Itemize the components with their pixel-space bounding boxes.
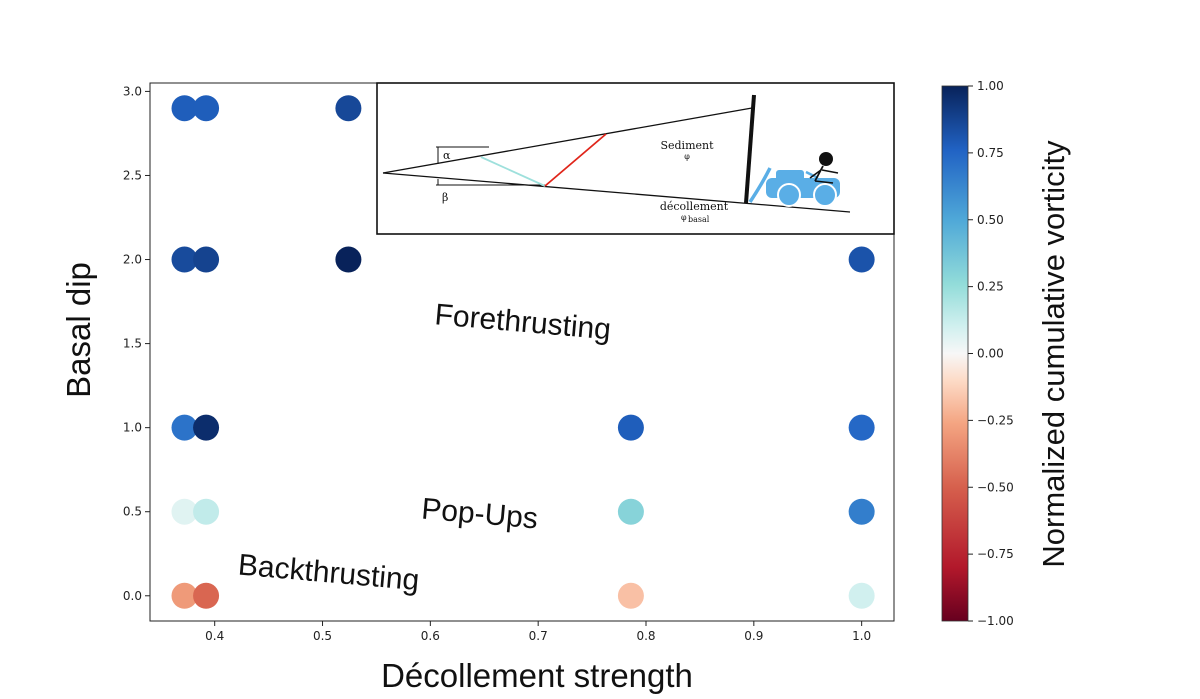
colorbar-tick-label: 0.50: [977, 213, 1004, 227]
beta-label: β: [442, 191, 448, 204]
data-point: [171, 246, 198, 273]
x-tick-label: 0.8: [636, 629, 655, 643]
data-point: [617, 498, 644, 525]
y-tick-label: 1.5: [123, 337, 142, 351]
data-point: [193, 414, 220, 441]
alpha-label: α: [443, 149, 451, 162]
inner-shear-line: [480, 156, 546, 187]
colorbar-tick-label: −0.25: [977, 413, 1014, 427]
data-point: [171, 95, 198, 122]
x-axis-ticks: 0.4 0.5 0.6 0.7 0.8 0.9 1.0: [205, 621, 871, 643]
data-point: [193, 498, 220, 525]
y-tick-label: 0.0: [123, 589, 142, 603]
x-tick-label: 1.0: [852, 629, 871, 643]
backstop-wall: [744, 94, 756, 204]
decollement-phi-label: φ: [681, 213, 687, 222]
region-label: Pop-Ups: [420, 493, 539, 536]
colorbar-label: Normalized cumulative vorticity: [1036, 140, 1071, 568]
y-tick-label: 2.5: [123, 168, 142, 182]
colorbar-tick-label: −1.00: [977, 614, 1014, 628]
data-point: [848, 582, 875, 609]
y-tick-label: 3.0: [123, 84, 142, 98]
colorbar-tick-label: −0.50: [977, 480, 1014, 494]
colorbar-tick-label: −0.75: [977, 547, 1014, 561]
wedge-top-line: [382, 107, 753, 174]
inset-frame: [376, 82, 895, 235]
y-tick-label: 1.0: [123, 421, 142, 435]
data-point: [171, 582, 198, 609]
colorbar-tick-label: 0.00: [977, 347, 1004, 361]
decollement-label: décollement: [660, 200, 729, 213]
colorbar-tick-label: 1.00: [977, 79, 1004, 93]
data-point: [171, 498, 198, 525]
x-axis-label: Décollement strength: [381, 657, 693, 694]
region-label: Forethrusting: [433, 298, 612, 346]
wedge-base-line: [382, 172, 851, 213]
colorbar: 1.00 0.75 0.50 0.25 0.00 −0.25 −0.50 −0.75 −1.00…: [941, 79, 1071, 628]
data-point: [335, 95, 362, 122]
inset-schematic: α β Sediment φ décollement φ basal: [376, 82, 895, 235]
data-point: [193, 582, 220, 609]
y-tick-label: 2.0: [123, 253, 142, 267]
decollement-basal-label: basal: [688, 215, 710, 224]
sediment-phi-label: φ: [684, 152, 690, 161]
data-point: [193, 246, 220, 273]
x-tick-label: 0.5: [313, 629, 332, 643]
y-tick-label: 0.5: [123, 505, 142, 519]
data-points: [171, 95, 875, 609]
sediment-label: Sediment: [660, 139, 714, 152]
x-tick-label: 0.9: [744, 629, 763, 643]
y-axis-label: Basal dip: [60, 262, 97, 398]
data-point: [617, 414, 644, 441]
driver-icon: [809, 152, 839, 184]
data-point: [193, 95, 220, 122]
colorbar-tick-label: 0.75: [977, 146, 1004, 160]
data-point: [848, 498, 875, 525]
data-point: [335, 246, 362, 273]
data-point: [617, 582, 644, 609]
data-point: [171, 414, 198, 441]
bulldozer-icon: [748, 167, 840, 207]
x-tick-label: 0.4: [205, 629, 224, 643]
data-point: [848, 246, 875, 273]
colorbar-ticks: 1.00 0.75 0.50 0.25 0.00 −0.25 −0.50 −0.75 −1.00: [968, 79, 1014, 628]
colorbar-gradient: [941, 85, 969, 622]
x-tick-label: 0.6: [421, 629, 440, 643]
region-label: Backthrusting: [237, 549, 421, 598]
thrust-line: [544, 133, 607, 187]
y-axis-ticks: 0.0 0.5 1.0 1.5 2.0 2.5 3.0: [123, 84, 150, 603]
colorbar-tick-label: 0.25: [977, 280, 1004, 294]
data-point: [848, 414, 875, 441]
x-tick-label: 0.7: [529, 629, 548, 643]
